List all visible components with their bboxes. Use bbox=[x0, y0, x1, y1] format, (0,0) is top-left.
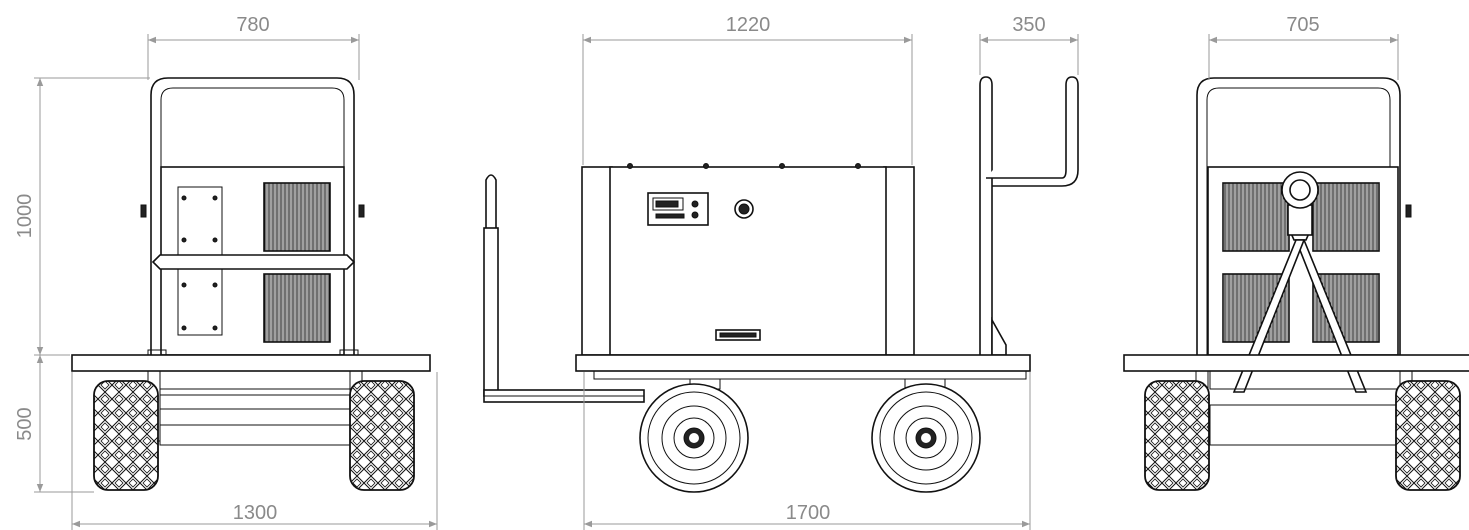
front-view bbox=[71, 77, 431, 491]
dim-label-total-length: 1700 bbox=[786, 502, 831, 524]
dim-705: 705 bbox=[1208, 14, 1399, 80]
dim-1700: 1700 bbox=[583, 372, 1031, 530]
dim-label-side-body-length: 1220 bbox=[726, 14, 771, 36]
side-front-wheel bbox=[639, 383, 749, 493]
side-view bbox=[483, 76, 1079, 493]
dim-1000: 1000 bbox=[14, 77, 150, 356]
dim-1220: 1220 bbox=[582, 14, 913, 165]
side-rear-wheel bbox=[871, 383, 981, 493]
rear-view bbox=[1123, 77, 1469, 491]
dim-label-lower-height: 500 bbox=[14, 407, 36, 440]
dim-label-front-width: 780 bbox=[236, 14, 269, 36]
dim-350: 350 bbox=[979, 14, 1079, 75]
dim-500: 500 bbox=[14, 355, 94, 493]
dim-label-front-height: 1000 bbox=[14, 194, 36, 239]
dim-1300: 1300 bbox=[71, 372, 438, 530]
dim-label-rear-width: 705 bbox=[1286, 14, 1319, 36]
dim-label-handle-depth: 350 bbox=[1012, 14, 1045, 36]
dim-label-track-width: 1300 bbox=[233, 502, 278, 524]
dim-780: 780 bbox=[147, 14, 360, 80]
